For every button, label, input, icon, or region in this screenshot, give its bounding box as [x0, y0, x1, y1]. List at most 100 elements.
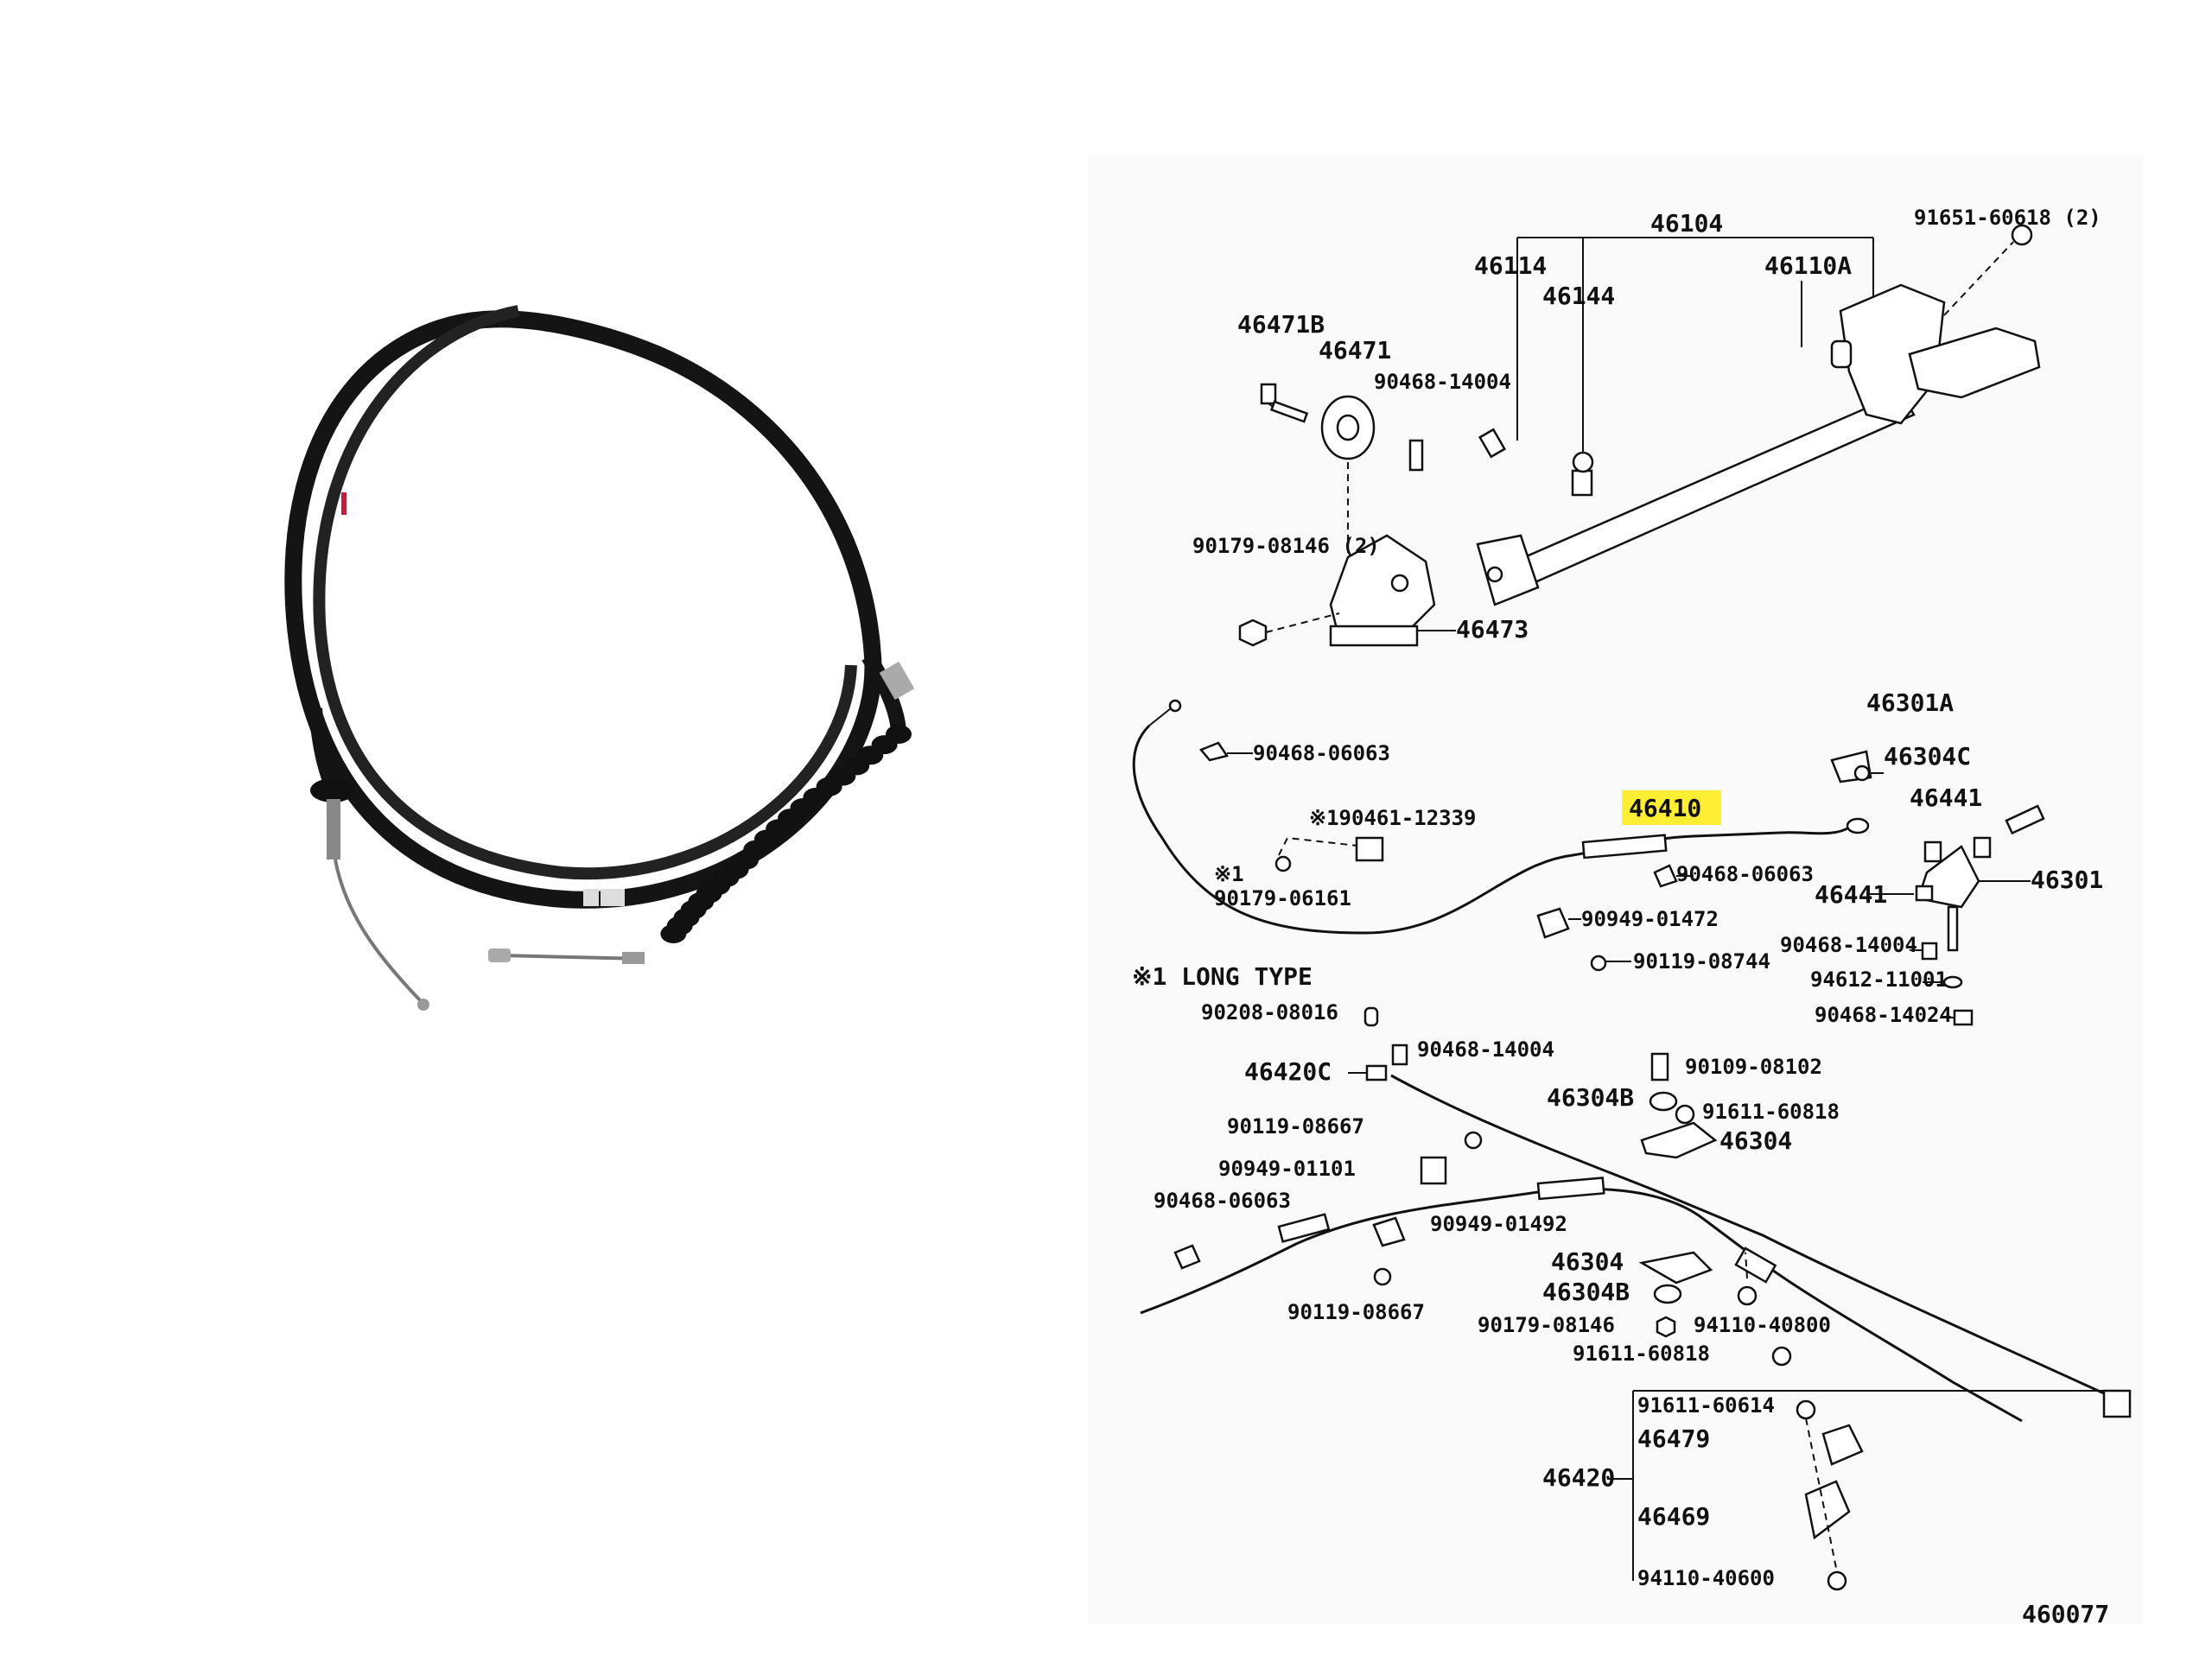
washer-94110-40800 [1737, 1285, 1758, 1306]
front-cable-46410 [1132, 699, 1870, 935]
label-91611-60818-b: 91611-60818 [1573, 1342, 1710, 1366]
highlight-46410 [1622, 790, 1721, 825]
diagram-code: 460077 [2022, 1600, 2109, 1624]
pin-46114 [1478, 428, 1507, 459]
grommet-46304B-b [1653, 1284, 1682, 1304]
parts-diagram-panel: 46104 91651-60618 (2) 46114 46144 46110A… [1089, 155, 2143, 1628]
label-90119-08667-a: 90119-08667 [1227, 1114, 1364, 1139]
rear-cable-46420 [1140, 1074, 2132, 1423]
bolt-91611-60614 [1796, 1399, 1816, 1420]
label-46473: 46473 [1456, 615, 1529, 644]
clip-90468-06063-a [1198, 741, 1230, 762]
label-90461-12339: ※190461-12339 [1309, 806, 1477, 830]
right-end-fitting [879, 661, 915, 701]
bracket-46479 [1821, 1424, 1864, 1466]
label-46301: 46301 [2031, 866, 2103, 894]
bracket-46469 [1804, 1480, 1851, 1540]
washer-94110-40600 [1827, 1570, 1847, 1591]
label-46304-a: 46304 [1719, 1126, 1792, 1155]
clip-90468-06063-c [1173, 1244, 1201, 1270]
bolt-90119-08667-b [1373, 1267, 1392, 1286]
bolt-91611-60818-a [1675, 1104, 1695, 1125]
label-46479: 46479 [1637, 1424, 1710, 1453]
label-46471B: 46471B [1237, 310, 1325, 339]
nut-90179-08146-b [1656, 1316, 1676, 1338]
label-90949-01101: 90949-01101 [1218, 1157, 1356, 1181]
label-long-type: ※1 LONG TYPE [1132, 962, 1313, 991]
bolt-91651-60618 [2011, 224, 2033, 246]
label-46420: 46420 [1542, 1463, 1615, 1492]
label-90468-06063-b: 90468-06063 [1676, 862, 1814, 886]
label-46104: 46104 [1650, 209, 1723, 238]
clip-90468-14004 [1408, 439, 1424, 472]
label-46420C: 46420C [1244, 1057, 1332, 1086]
bushing-46420C [1365, 1064, 1388, 1082]
clamp-90949-01101 [1420, 1156, 1447, 1185]
washer-94612-11001 [1942, 975, 1963, 989]
ribbed-boot [660, 725, 912, 943]
lever-rod-46104 [1476, 283, 2041, 606]
label-90468-14004-top: 90468-14004 [1374, 370, 1511, 394]
label-46301A: 46301A [1866, 688, 1954, 717]
label-46304B-b: 46304B [1542, 1278, 1630, 1306]
bolt-90119-08744 [1590, 955, 1607, 972]
label-46441-a: 46441 [1910, 783, 1982, 812]
clip-90468-06063-b [1653, 864, 1678, 888]
bolt-90179-06161 [1274, 855, 1292, 872]
label-46114: 46114 [1474, 251, 1547, 280]
parts-diagram: 46104 91651-60618 (2) 46114 46144 46110A… [1132, 206, 2132, 1628]
label-94110-40600: 94110-40600 [1637, 1566, 1775, 1590]
right-eyelet [488, 948, 511, 962]
label-46471: 46471 [1319, 336, 1391, 365]
bracket-46473 [1329, 534, 1436, 647]
bushing-46110A [1830, 339, 1853, 369]
boot-rib [660, 924, 687, 943]
label-90109-08102: 90109-08102 [1685, 1055, 1822, 1079]
label-90119-08744: 90119-08744 [1633, 949, 1770, 974]
label-94612-11001: 94612-11001 [1810, 967, 1948, 992]
bolt-90119-08667-a [1464, 1131, 1483, 1150]
bolt-46471B [1260, 383, 1309, 423]
nut-90179-08146 [1238, 618, 1268, 647]
pin-90208-08016 [1363, 1006, 1379, 1027]
label-46304B-a: 46304B [1547, 1083, 1634, 1112]
bracket-46304-b [1638, 1251, 1713, 1285]
label-90179-08146-top: 90179-08146 (2) [1192, 534, 1380, 558]
label-46469: 46469 [1637, 1502, 1710, 1531]
bracket-90949-01492 [1372, 1216, 1406, 1247]
label-90468-06063-c: 90468-06063 [1154, 1189, 1291, 1213]
cable-photo-panel [0, 0, 1071, 1659]
left-end-fitting [327, 799, 340, 860]
bolt-90109-08102 [1650, 1052, 1669, 1082]
equalizer-46301 [1830, 750, 2045, 952]
label-90949-01472: 90949-01472 [1581, 907, 1719, 931]
clip-90468-14004-mid [1921, 942, 1938, 961]
label-91611-60614: 91611-60614 [1637, 1393, 1775, 1418]
label-94110-40800: 94110-40800 [1694, 1313, 1831, 1337]
label-90179-08146-b: 90179-08146 [1478, 1313, 1615, 1337]
label-46304-b: 46304 [1551, 1247, 1624, 1276]
clip-90468-14024 [1953, 1009, 1974, 1026]
label-90468-14004-low: 90468-14004 [1417, 1037, 1554, 1062]
label-46304C: 46304C [1884, 742, 1971, 771]
clamp-90461-12339 [1355, 836, 1384, 862]
label-90468-14004-mid: 90468-14004 [1780, 933, 1917, 957]
label-91611-60818-a: 91611-60818 [1702, 1100, 1840, 1124]
clip-90468-14004-low [1391, 1044, 1408, 1066]
bracket-90949-01472 [1536, 907, 1570, 939]
label-46410: 46410 [1629, 794, 1701, 822]
label-90468-06063-a: 90468-06063 [1253, 741, 1390, 765]
pulley-46471 [1320, 395, 1376, 460]
label-46110A: 46110A [1764, 251, 1852, 280]
brake-cable-photo-icon [284, 305, 915, 1011]
grommet [310, 778, 355, 802]
nut-46144 [1572, 451, 1594, 473]
grommet-46304B-a [1649, 1091, 1678, 1112]
bracket-46304-a [1640, 1121, 1718, 1159]
label-90208-08016: 90208-08016 [1201, 1000, 1338, 1024]
label-90119-08667-b: 90119-08667 [1287, 1300, 1425, 1324]
label-46144: 46144 [1542, 282, 1615, 310]
label-90949-01492: 90949-01492 [1430, 1212, 1567, 1236]
label-90468-14024: 90468-14024 [1815, 1003, 1952, 1027]
bolt-91611-60818-b [1771, 1346, 1792, 1367]
